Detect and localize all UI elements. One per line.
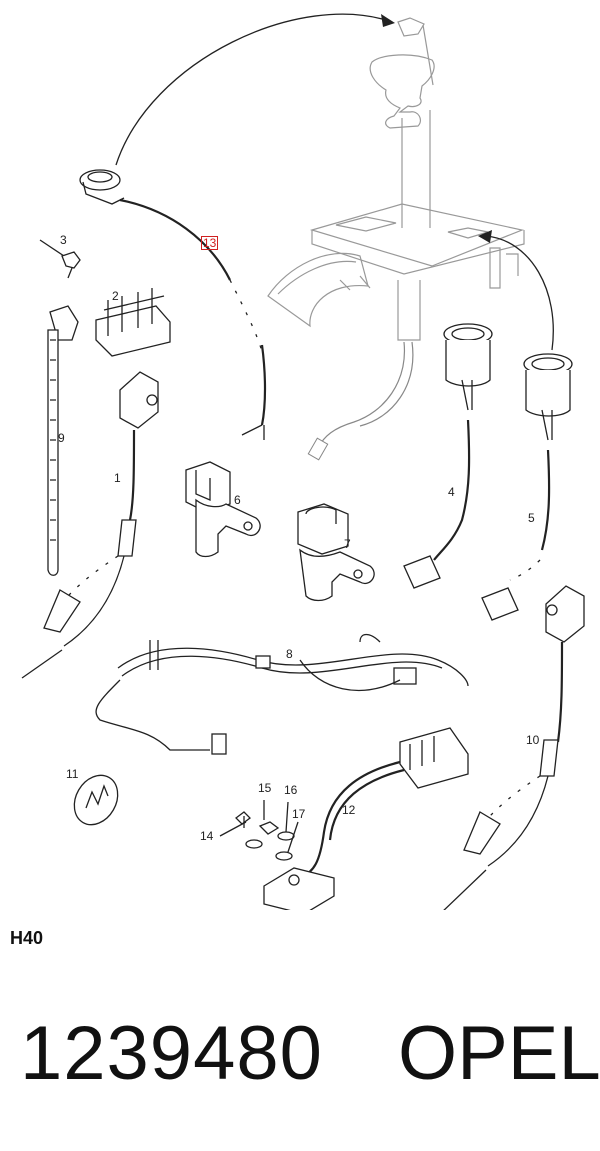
lever-cable <box>307 341 414 461</box>
callout-16: 16 <box>284 783 298 797</box>
gear-selector-assembly <box>267 17 525 341</box>
callout-17: 17 <box>292 807 306 821</box>
callout-11: 11 <box>66 767 79 781</box>
part-10-sensor <box>439 585 585 915</box>
callout-1: 1 <box>114 471 121 485</box>
callout-15: 15 <box>258 781 272 795</box>
leader-arrow-top <box>115 13 395 166</box>
part-2-clip <box>95 288 171 357</box>
part-1-sensor <box>21 371 159 679</box>
callout-2: 2 <box>112 289 119 303</box>
part-12-switch-harness <box>263 727 469 915</box>
callout-8: 8 <box>286 647 293 661</box>
brand-name: OPEL <box>398 1011 600 1096</box>
callout-4: 4 <box>448 485 455 499</box>
parts-14-17-hardware <box>219 800 299 861</box>
callout-13: 13 <box>201 236 219 250</box>
callout-12: 12 <box>342 803 356 817</box>
callout-14: 14 <box>200 829 214 843</box>
part-5-switch <box>481 353 573 621</box>
callout-5: 5 <box>528 511 535 525</box>
part-13-switch <box>79 169 267 440</box>
callout-3: 3 <box>60 233 67 247</box>
part-11-emblem <box>73 774 119 826</box>
callout-10: 10 <box>526 733 540 747</box>
section-code: H40 <box>10 928 44 948</box>
callout-6: 6 <box>234 493 241 507</box>
part-3-pin <box>39 239 81 279</box>
part-number: 1239480 <box>20 1011 323 1096</box>
part-6-speed-sensor <box>185 461 261 558</box>
part-7-speed-sensor <box>297 503 375 602</box>
exploded-view-drawing <box>21 13 585 915</box>
part-9-cable-tie <box>47 305 79 576</box>
callout-9: 9 <box>58 431 65 445</box>
parts-diagram: 1 2 3 4 5 6 7 8 9 10 11 12 13 14 15 16 1… <box>21 13 585 915</box>
callout-7: 7 <box>344 537 351 551</box>
part-8-harness <box>95 633 469 755</box>
part-4-switch <box>403 323 493 589</box>
leader-arrow-right <box>478 230 554 351</box>
